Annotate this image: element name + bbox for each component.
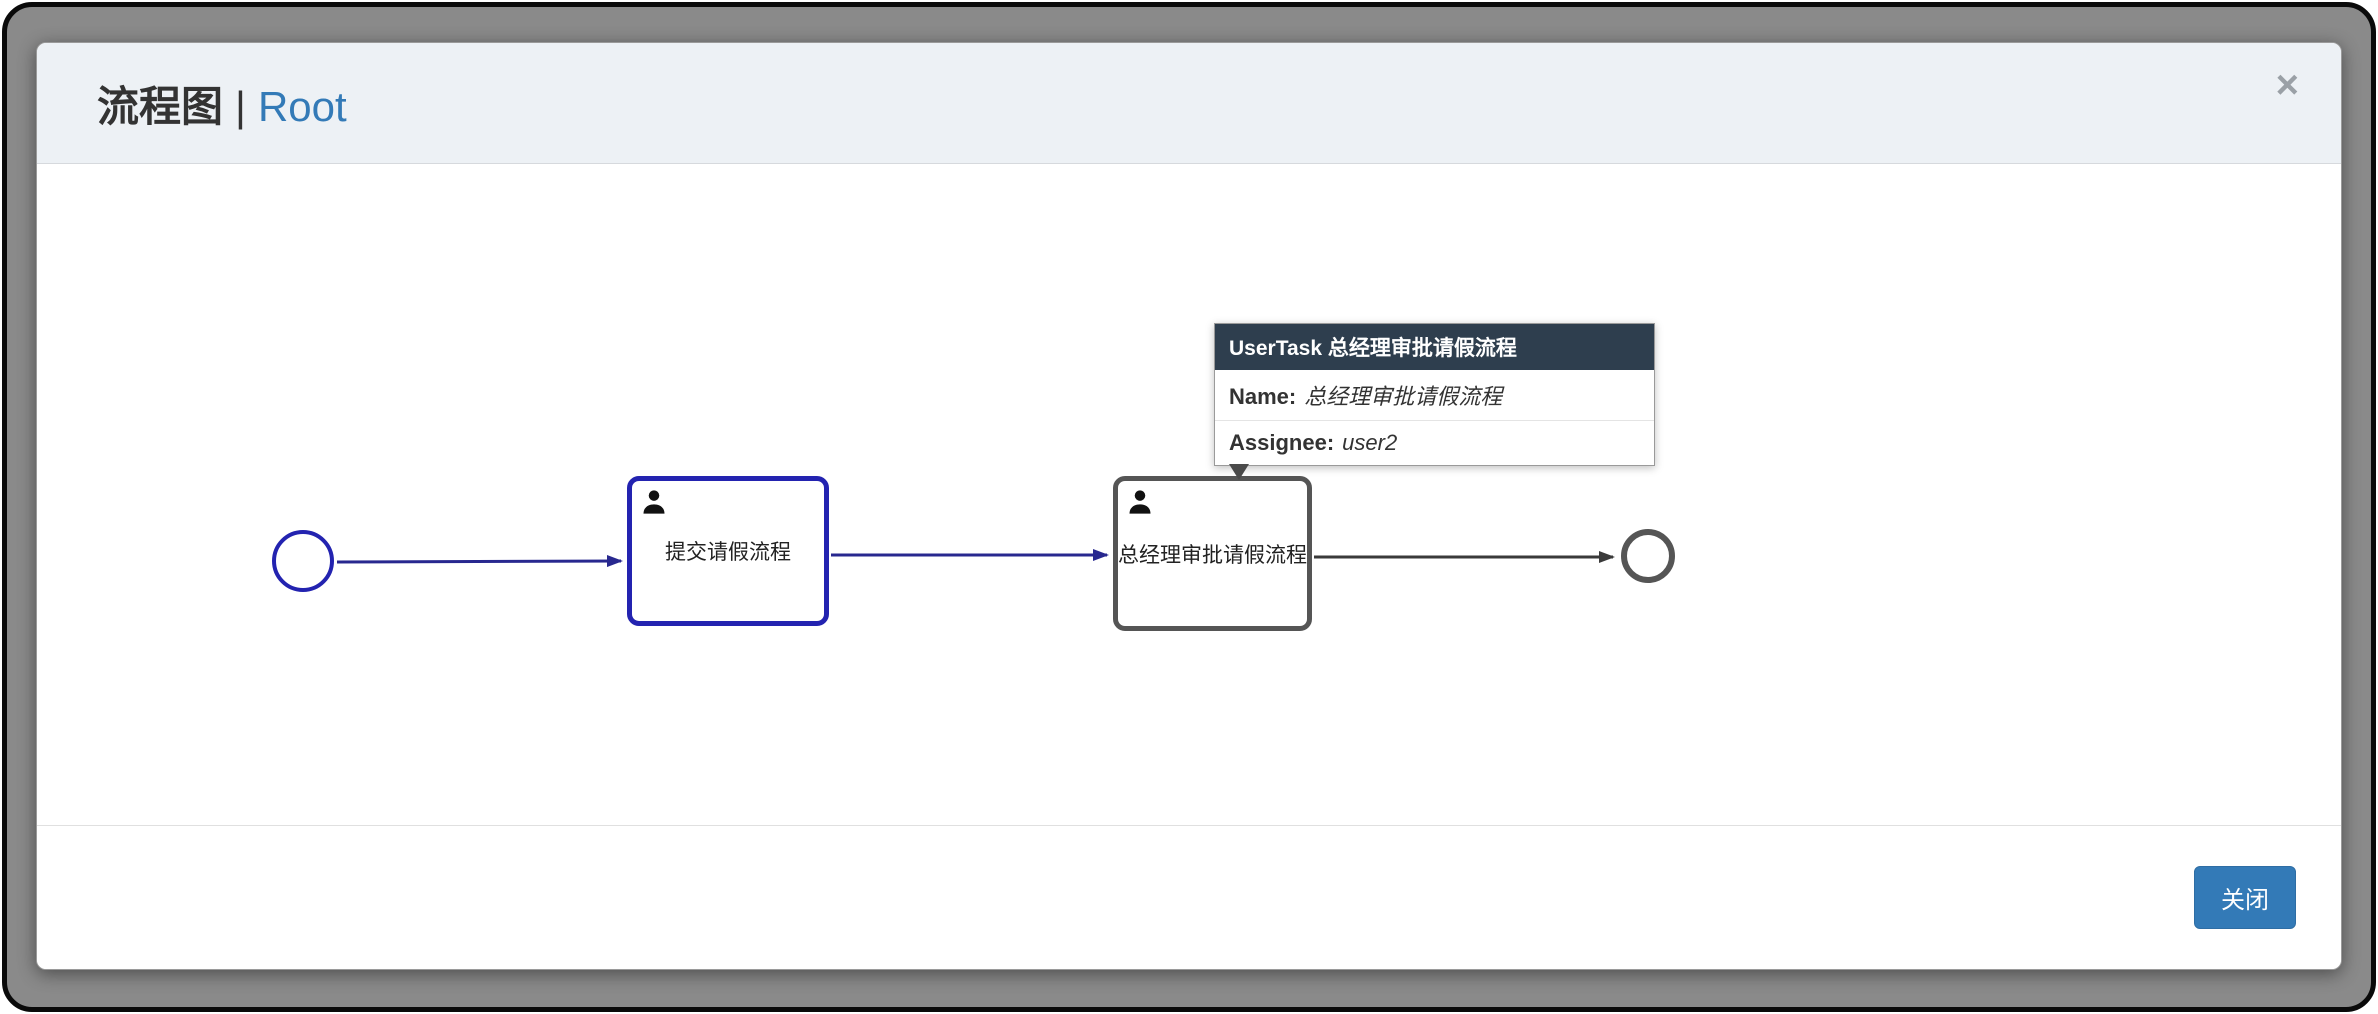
tooltip-title: UserTask 总经理审批请假流程 <box>1215 324 1654 370</box>
start-event <box>272 530 334 592</box>
tooltip-name-label: Name: <box>1229 384 1297 409</box>
modal-title: 流程图|Root <box>97 73 347 134</box>
tooltip-assignee-row: Assignee: user2 <box>1215 420 1654 465</box>
flow-start-to-task1 <box>336 555 623 568</box>
tooltip-assignee-value: user2 <box>1342 430 1398 455</box>
task-label: 提交请假流程 <box>665 541 791 564</box>
modal-footer: 关闭 <box>37 825 2341 969</box>
tooltip-name-value: 总经理审批请假流程 <box>1304 384 1503 409</box>
modal-header: 流程图|Root × <box>37 43 2341 164</box>
title-text: 流程图 <box>97 82 224 130</box>
task-label: 总经理审批请假流程 <box>1118 543 1307 567</box>
title-separator: | <box>235 82 246 130</box>
tooltip-name-row: Name: 总经理审批请假流程 <box>1215 370 1654 420</box>
task-tooltip: UserTask 总经理审批请假流程 Name: 总经理审批请假流程 Assign… <box>1214 323 1655 480</box>
close-icon[interactable]: × <box>2275 63 2299 107</box>
tooltip-assignee-label: Assignee: <box>1229 430 1335 455</box>
tooltip-arrow <box>1229 464 1249 480</box>
user-task-icon <box>640 488 668 516</box>
task-submit-leave[interactable]: 提交请假流程 <box>627 476 829 626</box>
title-root-link[interactable]: Root <box>257 82 347 130</box>
end-event <box>1621 529 1675 583</box>
user-task-icon <box>1126 488 1154 516</box>
close-button[interactable]: 关闭 <box>2194 866 2296 929</box>
sequence-flows <box>336 549 1615 568</box>
task-manager-approve[interactable]: 总经理审批请假流程 <box>1113 476 1312 631</box>
process-diagram-modal: 流程图|Root × 提交请假流程 <box>36 42 2342 970</box>
diagram-canvas: 提交请假流程 总经理审批请假流程 UserTask 总经理审批请假流程 Name… <box>37 164 2341 825</box>
